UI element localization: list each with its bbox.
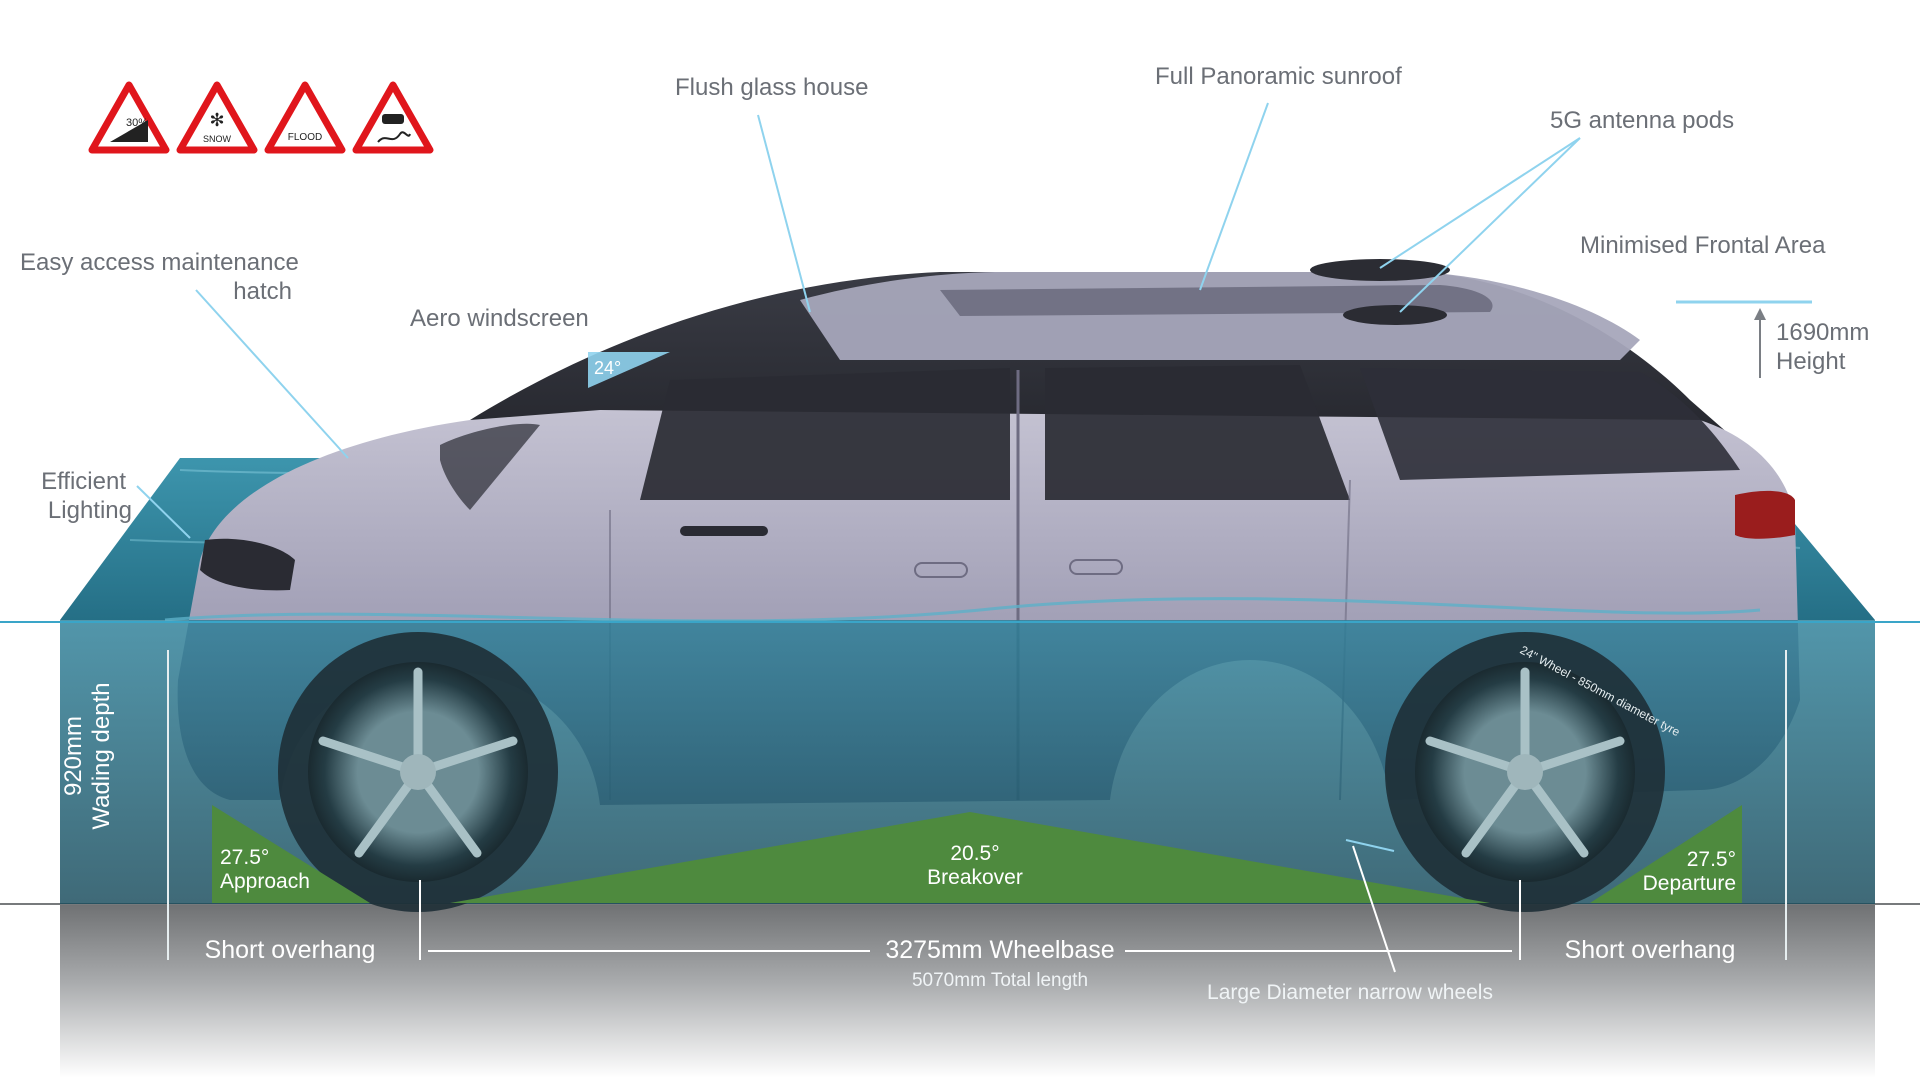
- wading-value: 920mm: [60, 715, 87, 797]
- height-arrow-icon: [1754, 308, 1766, 320]
- rear-window: [1045, 365, 1350, 500]
- quarter-glass: [1360, 368, 1740, 480]
- sunroof-label: Full Panoramic sunroof: [1155, 63, 1402, 90]
- front-wheel: [278, 632, 558, 912]
- height-label: Height: [1776, 348, 1846, 375]
- taillight: [1735, 490, 1795, 539]
- callout-lines: [136, 102, 1581, 852]
- rear-overhang-label: Short overhang: [1564, 936, 1736, 964]
- steep-incline-sign-icon: 30%: [88, 80, 170, 159]
- antenna-pod-1: [1310, 259, 1450, 281]
- breakover-wedge: [450, 812, 1490, 903]
- windscreen-angle-marker: [588, 352, 670, 388]
- height-value: 1690mm: [1776, 319, 1870, 346]
- front-overhang-label: Short overhang: [204, 936, 376, 964]
- ground-block: [60, 904, 1875, 1078]
- lighting-label-line1: Efficient: [41, 468, 126, 495]
- headlight: [200, 538, 295, 591]
- rear-wheel: [1385, 632, 1665, 912]
- wheelbase-label: 3275mm Wheelbase: [885, 936, 1115, 964]
- approach-label: Approach: [220, 870, 310, 893]
- sunroof: [940, 285, 1493, 316]
- frontal-area-label: Minimised Frontal Area: [1580, 232, 1826, 259]
- wheels-label: Large Diameter narrow wheels: [1207, 981, 1493, 1004]
- departure-label: Departure: [1642, 872, 1736, 895]
- mirror: [680, 526, 768, 536]
- antenna-pod-2: [1343, 305, 1447, 325]
- hatch-label-line1: Easy access maintenance: [20, 249, 299, 276]
- roof-panel: [800, 272, 1640, 360]
- svg-text:30%: 30%: [126, 117, 148, 129]
- aero-windscreen-label: Aero windscreen: [410, 305, 589, 332]
- approach-wedge: [212, 805, 370, 903]
- departure-angle: 27.5°: [1686, 848, 1736, 871]
- total-length-label: 5070mm Total length: [911, 970, 1089, 991]
- svg-text:SNOW: SNOW: [203, 134, 232, 144]
- svg-text:✻: ✻: [209, 110, 224, 130]
- breakover-label: Breakover: [927, 866, 1023, 889]
- hatch-label-line2: hatch: [233, 278, 292, 305]
- departure-wedge: [1590, 805, 1742, 903]
- door-handle-front: [1069, 559, 1123, 575]
- breakover-angle: 20.5°: [950, 842, 1000, 865]
- approach-angle: 27.5°: [220, 846, 270, 869]
- wading-depth-label: 920mm Wading depth: [60, 656, 116, 856]
- flood-sign-icon: FLOOD: [264, 80, 346, 159]
- svg-text:FLOOD: FLOOD: [288, 132, 322, 143]
- front-window: [640, 368, 1010, 500]
- flush-glass-label: Flush glass house: [675, 74, 869, 101]
- lighting-label-line2: Lighting: [47, 497, 132, 524]
- wheels-leader-line: [1352, 845, 1396, 973]
- windscreen-angle: 24°: [594, 358, 622, 378]
- maintenance-hatch: [440, 423, 540, 510]
- snow-sign-icon: ✻ SNOW: [176, 80, 258, 159]
- wading-text: Wading depth: [88, 682, 115, 830]
- slippery-road-sign-icon: [352, 80, 434, 159]
- antenna-label: 5G antenna pods: [1550, 107, 1735, 134]
- door-handle-rear: [914, 562, 968, 578]
